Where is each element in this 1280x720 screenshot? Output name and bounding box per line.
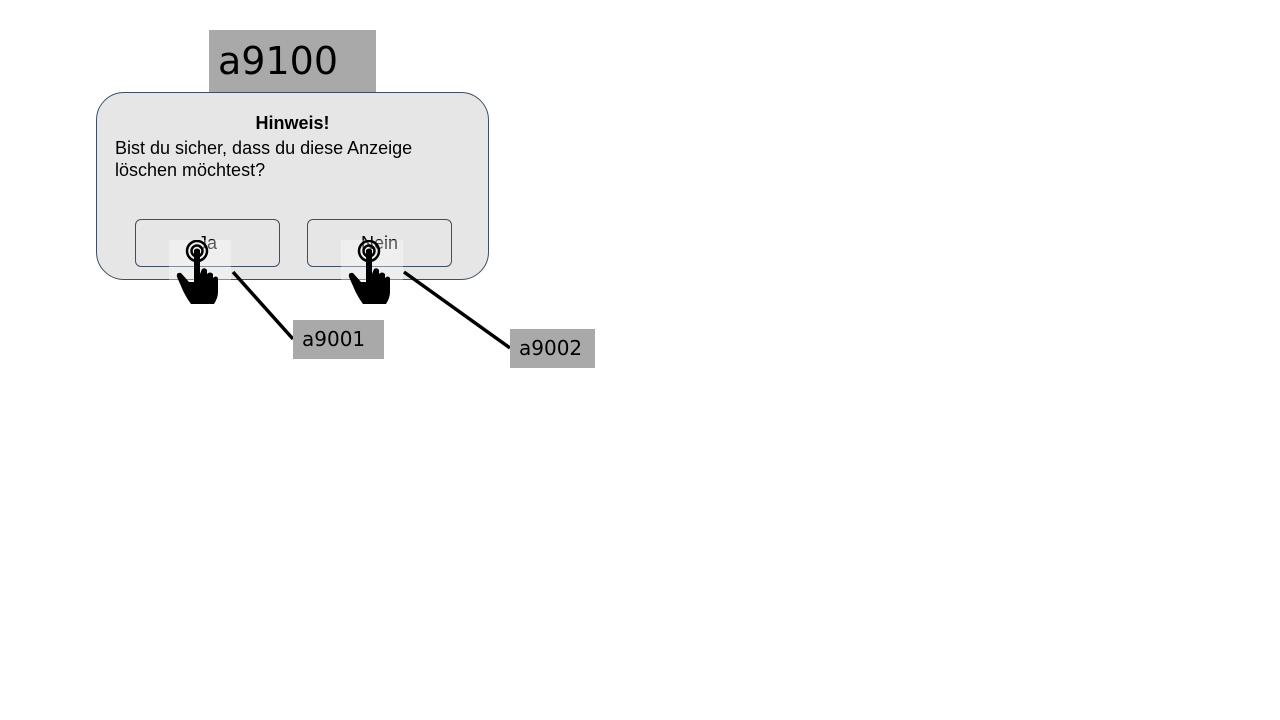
dialog-message-line-1: Bist du sicher, dass du diese Anzeige [115, 138, 413, 158]
dialog-message: Bist du sicher, dass du diese Anzeige lö… [115, 137, 445, 181]
no-button[interactable]: Nein [307, 219, 452, 267]
callout-label-yes: a9001 [293, 320, 384, 359]
dialog-message-line-2: löschen möchtest? [115, 160, 266, 180]
callout-line-no [402, 270, 512, 350]
confirm-dialog: Hinweis! Bist du sicher, dass du diese A… [96, 92, 489, 280]
screen-id-label: a9100 [209, 30, 376, 92]
callout-line-yes [231, 270, 295, 341]
dialog-title: Hinweis! [255, 113, 330, 133]
tap-hand-icon [169, 240, 231, 304]
callout-label-no: a9002 [510, 329, 595, 368]
tap-hand-icon [341, 240, 403, 304]
